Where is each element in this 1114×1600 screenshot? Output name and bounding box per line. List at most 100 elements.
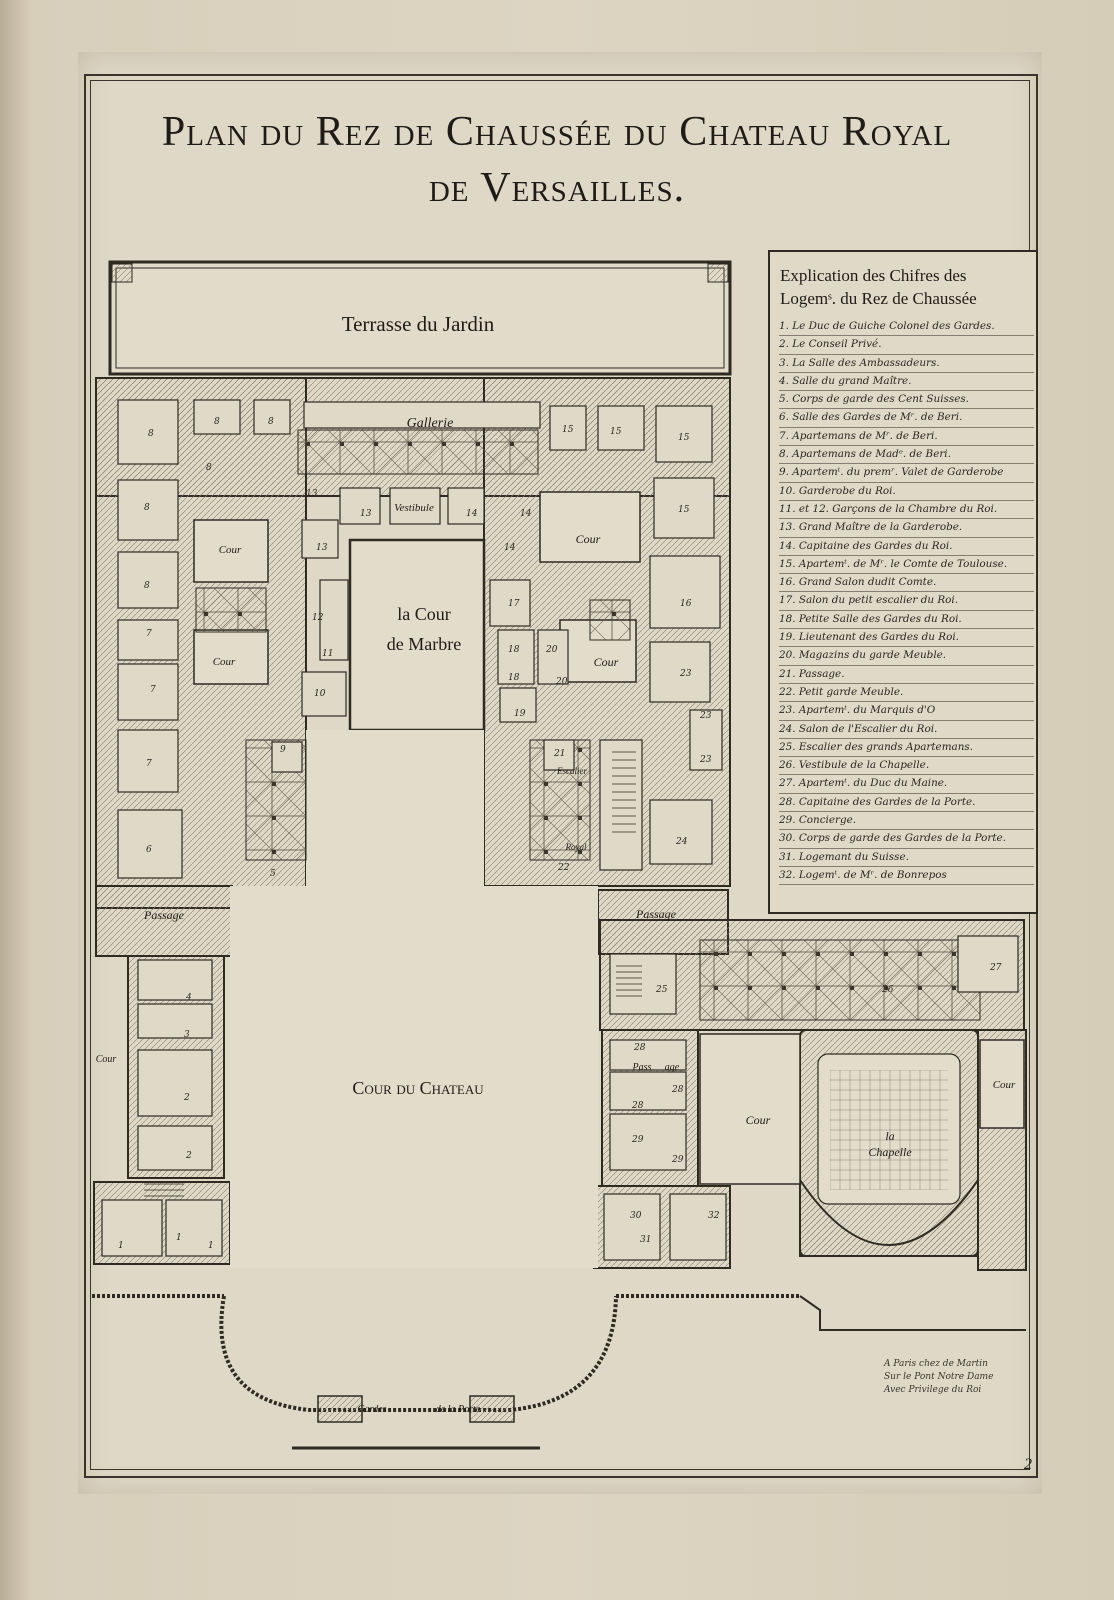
room-number: 18	[508, 645, 520, 655]
room-number: 23	[699, 711, 712, 721]
room-number: 7	[146, 629, 152, 639]
legend-item: 25. Escalier des grands Apartemans.	[779, 739, 1034, 758]
legend-item: 1. Le Duc de Guiche Colonel des Gardes.	[779, 318, 1034, 337]
legend-heading-line-2: Logemˢ. du Rez de Chaussée	[780, 289, 977, 308]
room-number: 14	[466, 509, 478, 519]
label-terrasse: Terrasse du Jardin	[342, 312, 495, 336]
label-de-la-porte: de la Porte	[436, 1404, 481, 1415]
room-number: 5	[270, 869, 276, 879]
label-cour-marbre-1: la Cour	[397, 604, 451, 624]
staircases	[144, 751, 642, 1197]
label-chapelle-1: la	[885, 1129, 894, 1143]
label-cour-marbre-2: de Marbre	[387, 634, 461, 654]
room-number: 7	[146, 759, 152, 769]
room-number: 23	[679, 669, 692, 679]
legend-item: 15. Apartemᵗ. de Mʳ. le Comte de Toulous…	[779, 556, 1034, 575]
room-number: 12	[312, 613, 324, 623]
label-cour-west-1: Cour	[219, 544, 242, 556]
room-number: 18	[508, 673, 520, 683]
room-number: 28	[671, 1085, 684, 1095]
room-number: 13	[316, 543, 328, 553]
legend-item: 24. Salon de l'Escalier du Roi.	[779, 721, 1034, 739]
room-number: 15	[610, 427, 622, 437]
legend-item: 14. Capitaine des Gardes du Roi.	[779, 538, 1034, 556]
label-passage-short-2: age	[665, 1062, 680, 1073]
label-cour-far-east: Cour	[993, 1079, 1016, 1091]
room-number: 2	[185, 1151, 192, 1161]
legend-item: 22. Petit garde Meuble.	[779, 684, 1034, 703]
room-number: 14	[520, 509, 532, 519]
room-number: 19	[514, 709, 526, 719]
label-escalier: Escalier	[556, 766, 587, 776]
legend-item: 18. Petite Salle des Gardes du Roi.	[779, 611, 1034, 630]
room-number: 4	[185, 993, 192, 1003]
room-number: 8	[144, 581, 150, 591]
chapel-floor	[830, 1070, 948, 1190]
room-number: 1	[208, 1241, 214, 1251]
legend-item: 31. Logemant du Suisse.	[779, 849, 1034, 867]
legend-item: 5. Corps de garde des Cent Suisses.	[779, 391, 1034, 410]
room-number: 17	[508, 599, 520, 609]
legend-item: 6. Salle des Gardes de Mʳ. de Beri.	[779, 409, 1034, 428]
label-vestibule: Vestibule	[394, 502, 434, 514]
plate-number: 2	[1024, 1456, 1032, 1473]
label-cour-west-2: Cour	[213, 656, 236, 668]
imprint-line-3: Avec Privilege du Roi	[884, 1385, 982, 1395]
map-title-line-1: Plan du Rez de Chaussée du Chateau Royal	[161, 109, 953, 155]
room-number: 10	[314, 689, 326, 699]
legend-item: 21. Passage.	[779, 666, 1034, 684]
label-gallerie: Gallerie	[407, 416, 454, 431]
legend-item: 23. Apartemᵗ. du Marquis d'O	[779, 702, 1034, 721]
label-passage-west: Passage	[143, 908, 185, 922]
legend-box: Explication des Chifres des Logemˢ. du R…	[768, 250, 1038, 914]
label-gardes: Gardes	[357, 1404, 386, 1415]
legend-item: 32. Logemᵗ. de Mʳ. de Bonrepos	[779, 867, 1034, 886]
imprint-line-1: A Paris chez de Martin	[884, 1359, 988, 1369]
legend-item: 17. Salon du petit escalier du Roi.	[779, 592, 1034, 611]
legend-item: 27. Apartemᵗ. du Duc du Maine.	[779, 775, 1034, 794]
room-number: 1	[176, 1233, 182, 1243]
room-number: 8	[206, 463, 212, 473]
room-number: 30	[630, 1211, 642, 1221]
room-number: 23	[699, 755, 712, 765]
label-cour-east-1: Cour	[576, 532, 601, 546]
legend-item: 10. Garderobe du Roi.	[779, 483, 1034, 501]
room-number: 1	[118, 1241, 124, 1251]
room-number: 7	[150, 685, 156, 695]
room-number: 6	[146, 845, 152, 855]
room-number: 28	[633, 1043, 646, 1053]
label-cour-du-chateau: Cour du Chateau	[352, 1078, 484, 1098]
legend-heading: Explication des Chifres des Logemˢ. du R…	[780, 264, 1030, 310]
room-number: 31	[640, 1235, 651, 1245]
room-number: 15	[562, 425, 574, 435]
room-number: 20	[545, 645, 558, 655]
room-number: 26	[881, 985, 894, 995]
courtyards	[193, 491, 1025, 1268]
label-passage-east: Passage	[635, 907, 677, 921]
rooms	[101, 399, 1019, 1261]
label-cour-outer-west: Cour	[96, 1054, 117, 1065]
room-number: 15	[678, 433, 690, 443]
legend-item: 30. Corps de garde des Gardes de la Port…	[779, 830, 1034, 849]
room-number: 9	[280, 745, 286, 755]
forecourt-enclosure	[92, 1294, 1026, 1450]
room-number: 13	[306, 489, 318, 499]
room-number: 32	[708, 1211, 720, 1221]
legend-list: 1. Le Duc de Guiche Colonel des Gardes. …	[779, 318, 1034, 886]
label-royal: Royal	[565, 842, 587, 852]
room-number: 14	[504, 543, 516, 553]
room-number: 15	[678, 505, 690, 515]
room-number: 20	[555, 677, 568, 687]
label-cour-east-2: Cour	[594, 655, 619, 669]
legend-item: 8. Apartemans de Madᵉ. de Beri.	[779, 446, 1034, 465]
legend-item: 2. Le Conseil Privé.	[779, 336, 1034, 355]
label-passage-short-1: Pass	[632, 1062, 652, 1073]
legend-item: 19. Lieutenant des Gardes du Roi.	[779, 629, 1034, 648]
legend-item: 26. Vestibule de la Chapelle.	[779, 757, 1034, 776]
room-number: 21	[553, 749, 565, 759]
room-number: 3	[184, 1030, 190, 1040]
publisher-imprint: A Paris chez de Martin Sur le Pont Notre…	[884, 1358, 1034, 1397]
terrace-du-jardin	[108, 260, 732, 376]
room-number: 8	[214, 417, 220, 427]
